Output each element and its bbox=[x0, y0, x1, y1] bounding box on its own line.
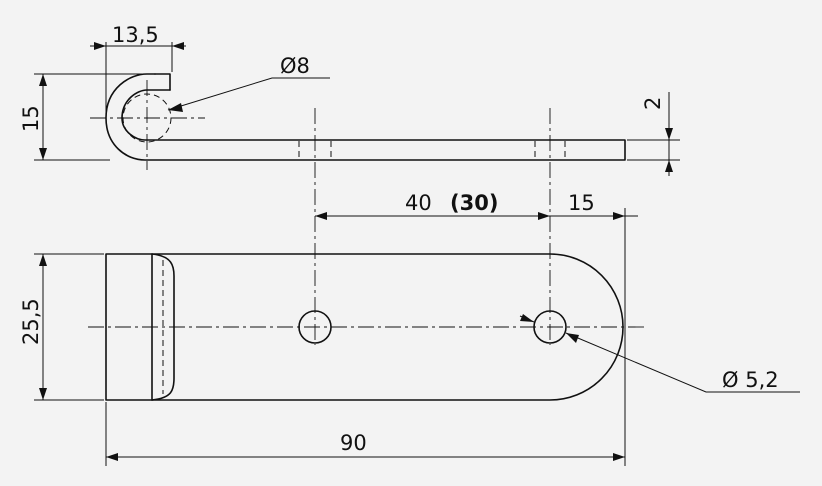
hook-tip bbox=[154, 73, 171, 91]
dimension-hole-diameter: Ø 5,2 bbox=[519, 314, 800, 393]
top-view bbox=[88, 253, 648, 401]
hook-diameter-label: Ø8 bbox=[280, 54, 310, 78]
dimension-plate-width: 25,5 bbox=[19, 253, 104, 401]
dimension-overall-length: 90 bbox=[105, 402, 625, 466]
overall-length-label: 90 bbox=[340, 431, 367, 455]
thickness-label: 2 bbox=[641, 97, 665, 110]
side-view bbox=[90, 73, 626, 170]
dimension-hook-height: 15 bbox=[19, 73, 150, 161]
end-distance-label: 15 bbox=[568, 191, 595, 215]
hook-height-label: 15 bbox=[19, 105, 43, 132]
dimension-hook-width: 13,5 bbox=[90, 23, 186, 112]
dimension-thickness: 2 bbox=[627, 92, 680, 176]
hook-width-label: 13,5 bbox=[112, 23, 159, 47]
plate-outline bbox=[105, 253, 624, 401]
hole-diameter-label: Ø 5,2 bbox=[722, 368, 779, 392]
dimension-hole-spacing: 40 (30) bbox=[315, 191, 550, 220]
dimension-end-distance: 15 bbox=[550, 191, 638, 466]
plate-width-label: 25,5 bbox=[19, 298, 43, 345]
hook-outer-contour bbox=[105, 73, 626, 161]
hole-spacing-label: 40 bbox=[405, 191, 432, 215]
hole-spacing-alt-label: (30) bbox=[450, 191, 498, 215]
dimension-hook-diameter: Ø8 bbox=[167, 54, 330, 112]
